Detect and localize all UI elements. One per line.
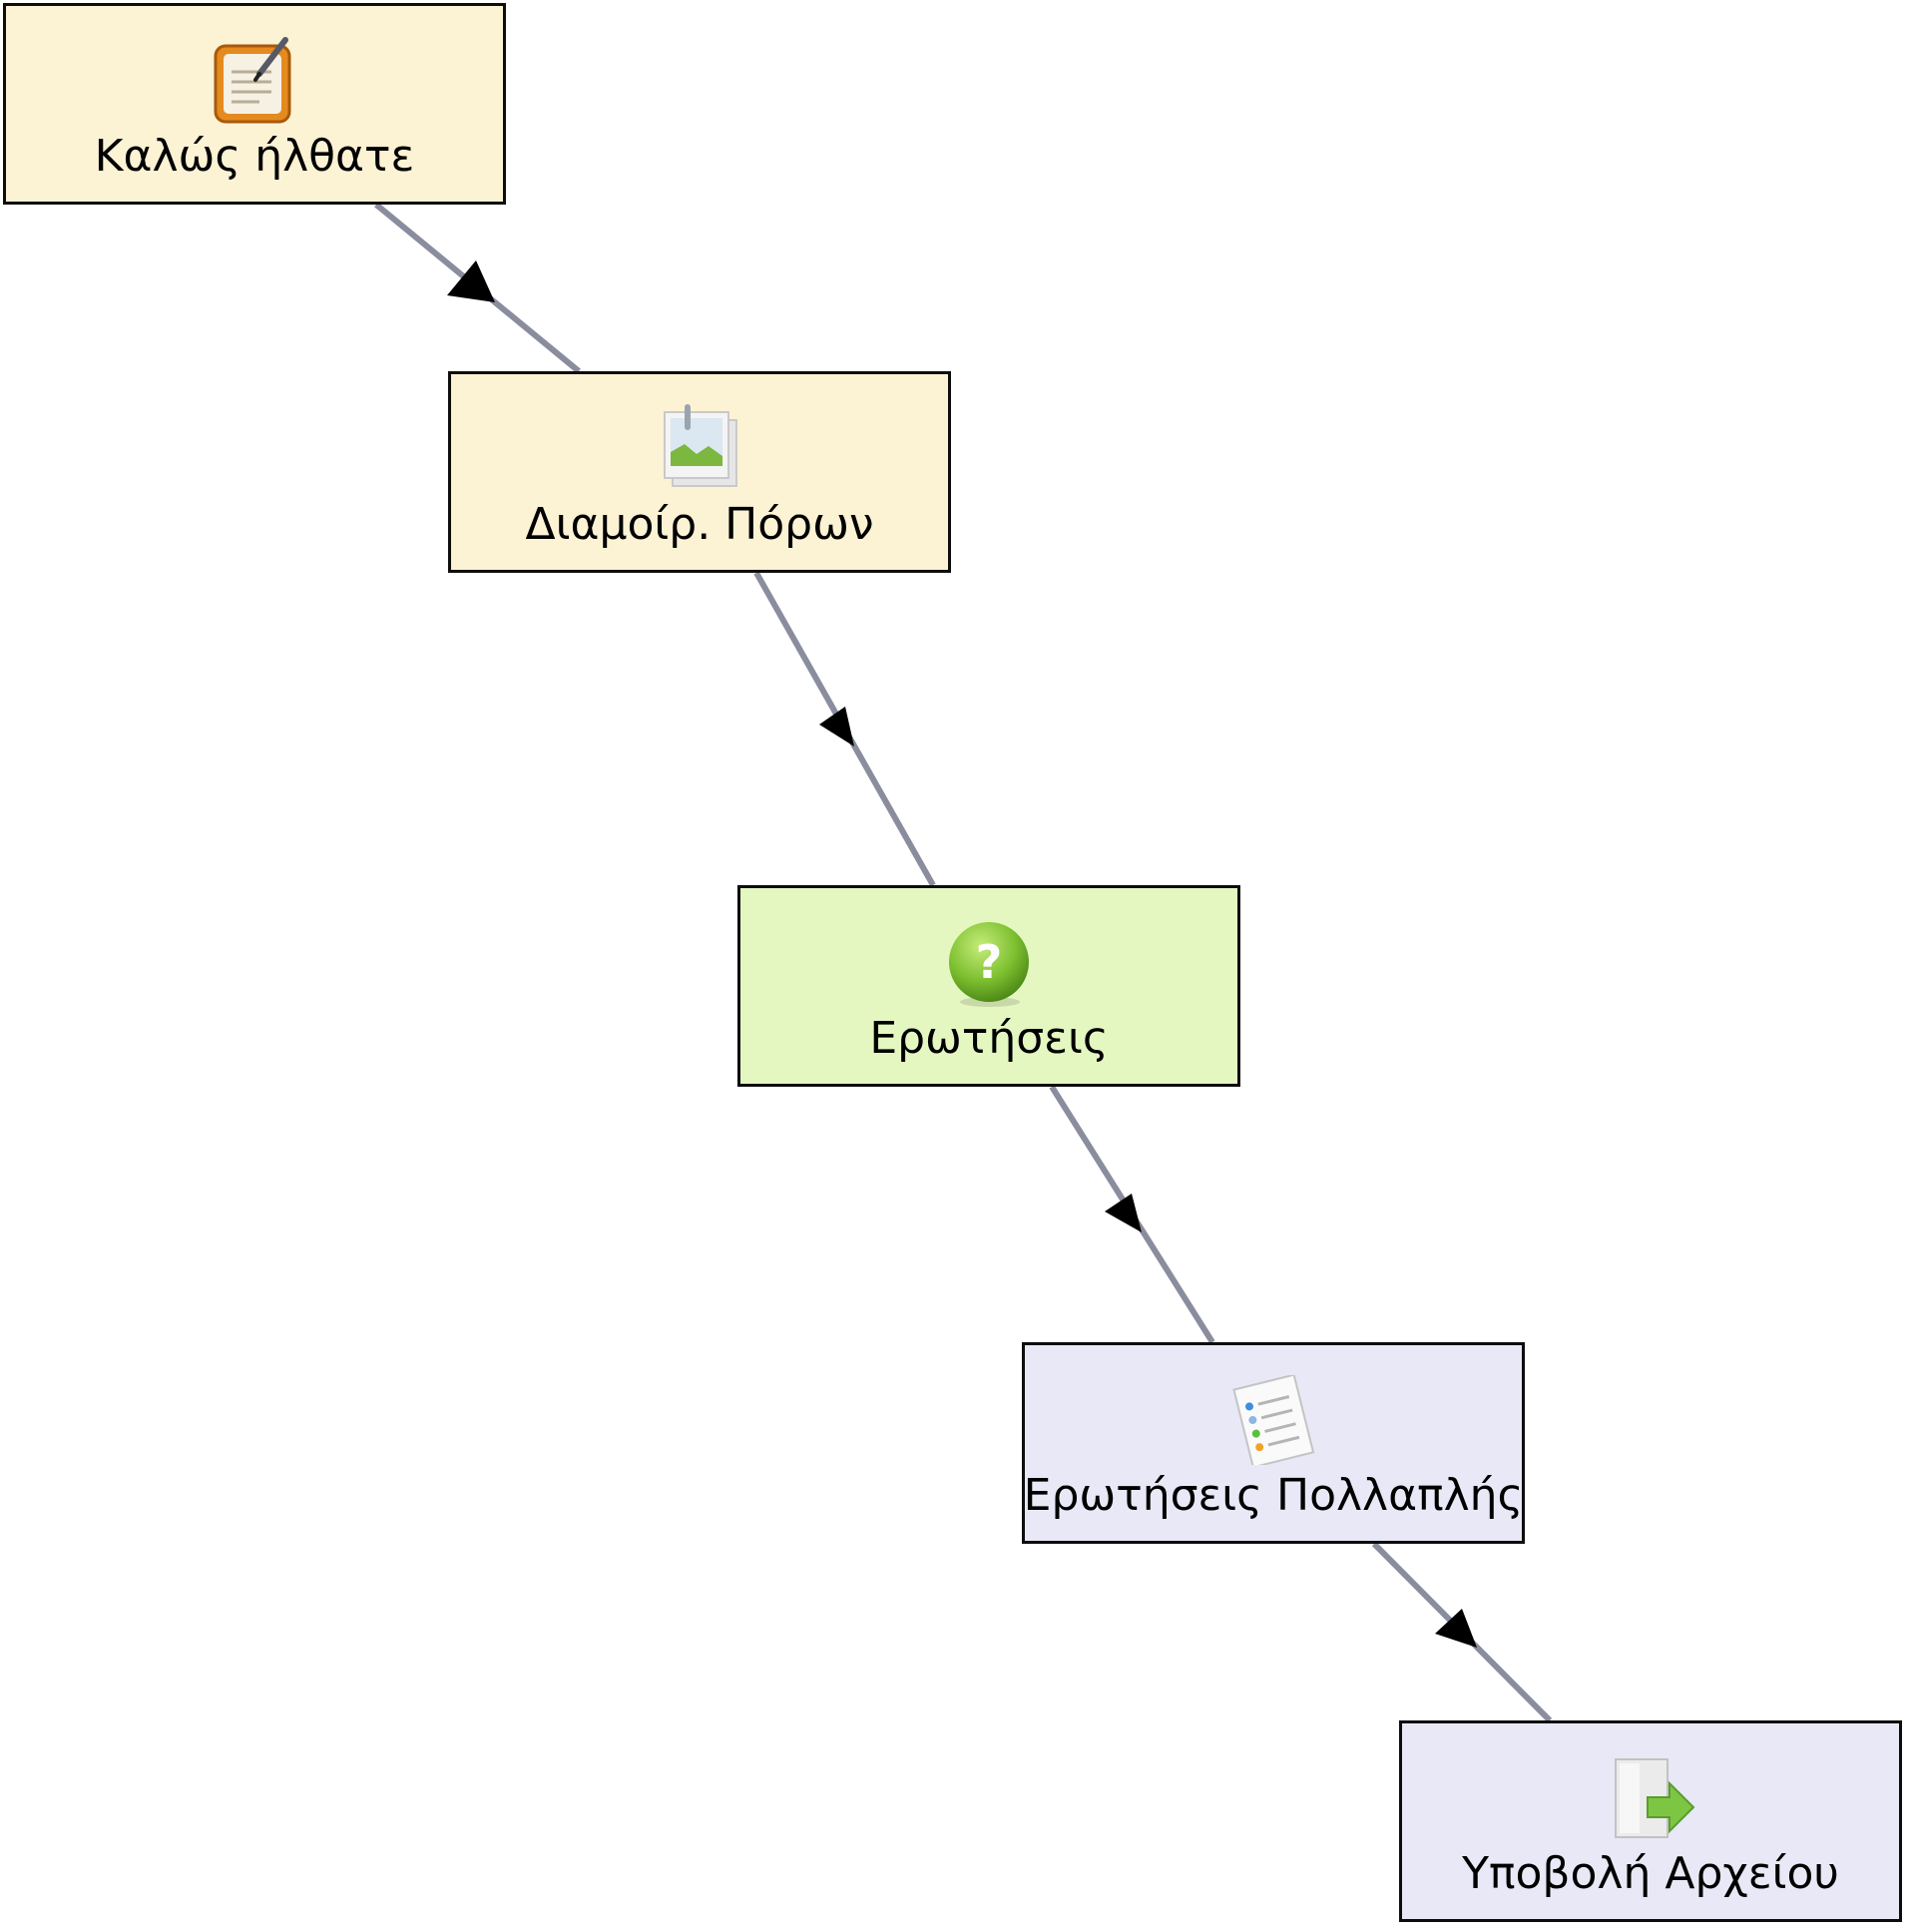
node-file-submission[interactable]: Υποβολή Αρχείου xyxy=(1399,1720,1902,1922)
connector-resource-sharing-to-questions[interactable] xyxy=(753,571,936,887)
arrowhead-icon xyxy=(447,260,495,302)
connector-multiple-choice-to-file-submission[interactable] xyxy=(1371,1541,1553,1723)
notepad-icon xyxy=(210,36,299,126)
node-label: Ερωτήσεις Πολλαπλής xyxy=(1023,1470,1524,1521)
node-resource-sharing[interactable]: Διαμοίρ. Πόρων xyxy=(448,371,951,573)
node-multiple-choice[interactable]: Ερωτήσεις Πολλαπλής xyxy=(1022,1342,1525,1544)
arrowhead-icon xyxy=(1435,1609,1477,1648)
node-label: Υποβολή Αρχείου xyxy=(1462,1848,1839,1899)
file-submit-icon xyxy=(1606,1753,1695,1843)
connector-questions-to-multiple-choice[interactable] xyxy=(1049,1085,1215,1344)
node-welcome[interactable]: Καλώς ήλθατε xyxy=(3,3,506,205)
connector-welcome-to-resource-sharing[interactable] xyxy=(374,202,581,374)
node-label: Καλώς ήλθατε xyxy=(94,131,415,182)
node-questions[interactable]: ? Ερωτήσεις xyxy=(737,885,1240,1087)
arrowhead-icon xyxy=(1105,1194,1142,1232)
checklist-icon xyxy=(1228,1375,1318,1465)
node-label: Διαμοίρ. Πόρων xyxy=(525,499,874,550)
svg-text:?: ? xyxy=(976,935,1003,989)
arrowhead-icon xyxy=(819,707,854,746)
node-label: Ερωτήσεις xyxy=(869,1013,1109,1064)
question-icon: ? xyxy=(944,918,1034,1008)
picture-icon xyxy=(655,404,744,494)
